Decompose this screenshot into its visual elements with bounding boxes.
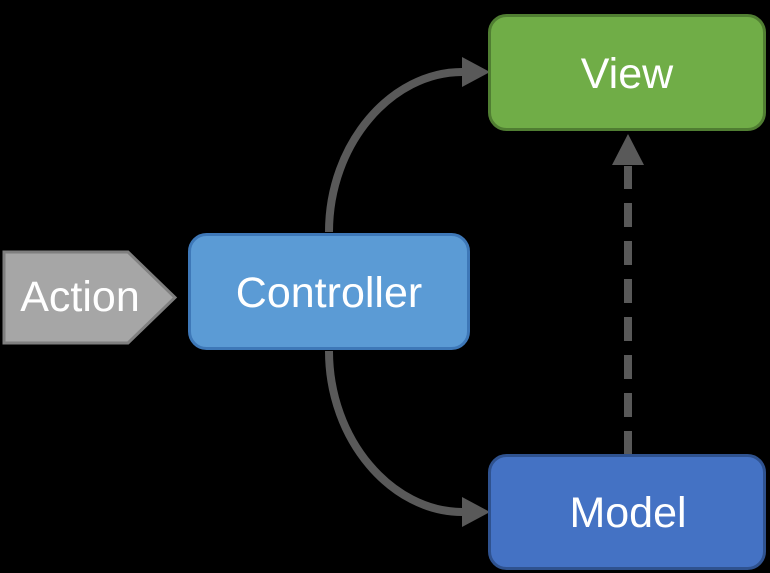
- controller-to-model-arrowhead-icon: [462, 497, 490, 527]
- model-node: [488, 454, 766, 570]
- action-node: [2, 250, 178, 345]
- controller-to-model-arrow: [325, 350, 463, 516]
- action-label: Action: [20, 273, 140, 321]
- controller-label: Controller: [236, 269, 422, 317]
- model-to-view-arrowhead-icon: [612, 134, 644, 165]
- view-node: [488, 14, 766, 131]
- controller-node: [188, 233, 470, 350]
- controller-to-view-arrowhead-icon: [462, 57, 490, 87]
- model-label: Model: [569, 489, 686, 537]
- controller-to-view-arrow: [325, 68, 463, 233]
- view-label: View: [581, 50, 674, 98]
